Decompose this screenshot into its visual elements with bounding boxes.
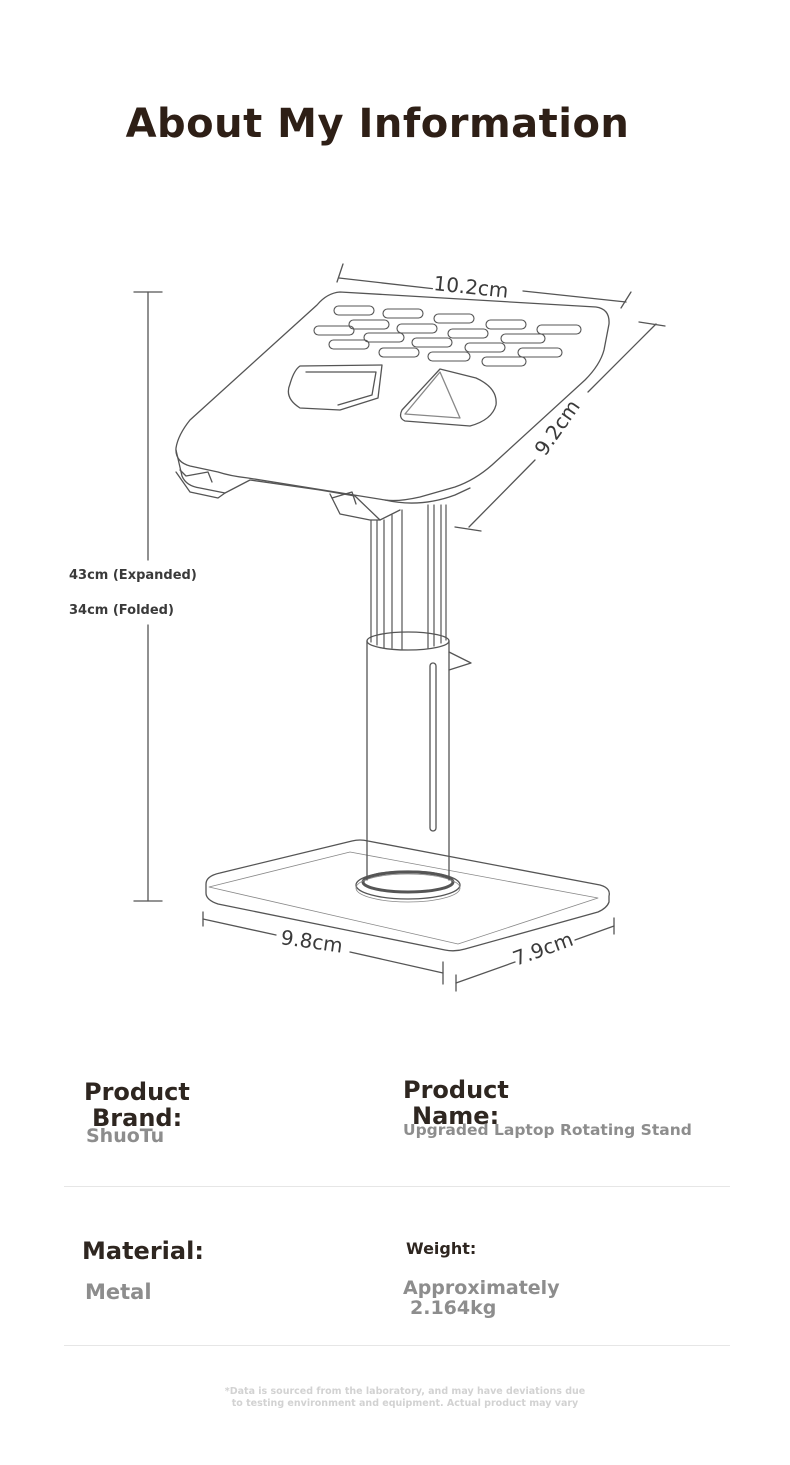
base-plate <box>205 839 610 952</box>
weight-value-line2: 2.164kg <box>410 1297 497 1319</box>
lower-column <box>366 631 472 881</box>
top-width-dimension-line <box>336 263 632 309</box>
tray-vents <box>313 305 582 367</box>
base-width-dimension-line <box>202 911 444 985</box>
brand-label-line1: Product <box>84 1078 190 1106</box>
top-depth-dimension-line <box>454 321 666 532</box>
disclaimer-line1: *Data is sourced from the laboratory, an… <box>224 1386 586 1397</box>
divider <box>64 1186 730 1187</box>
name-value: Upgraded Laptop Rotating Stand <box>403 1121 692 1139</box>
material-value: Metal <box>85 1280 152 1304</box>
upper-column <box>370 504 447 650</box>
weight-label: Weight: <box>406 1239 477 1258</box>
top-tray <box>175 291 610 521</box>
laptop-stand-drawing: 10.2cm 9.2cm 9.8cm 7.9cm <box>133 263 666 992</box>
base-width-label: 9.8cm <box>279 925 344 957</box>
weight-value-line1: Approximately <box>403 1277 560 1299</box>
divider <box>64 1345 730 1346</box>
brand-value: ShuoTu <box>86 1125 165 1147</box>
base-depth-dimension-line <box>455 917 615 992</box>
height-expanded-label: 43cm (Expanded) <box>69 568 197 583</box>
material-label: Material: <box>82 1237 204 1265</box>
disclaimer: *Data is sourced from the laboratory, an… <box>195 1386 615 1410</box>
height-folded-label: 34cm (Folded) <box>69 603 174 618</box>
height-dimension-line <box>133 291 163 902</box>
tray-cutouts <box>287 364 497 427</box>
name-label-line1: Product <box>403 1076 509 1104</box>
disclaimer-line2: to testing environment and equipment. Ac… <box>231 1398 579 1409</box>
name-label-line2: Name: <box>412 1102 500 1130</box>
brand-label-line2: Brand: <box>92 1104 183 1132</box>
page-title: About My Information <box>125 101 630 147</box>
